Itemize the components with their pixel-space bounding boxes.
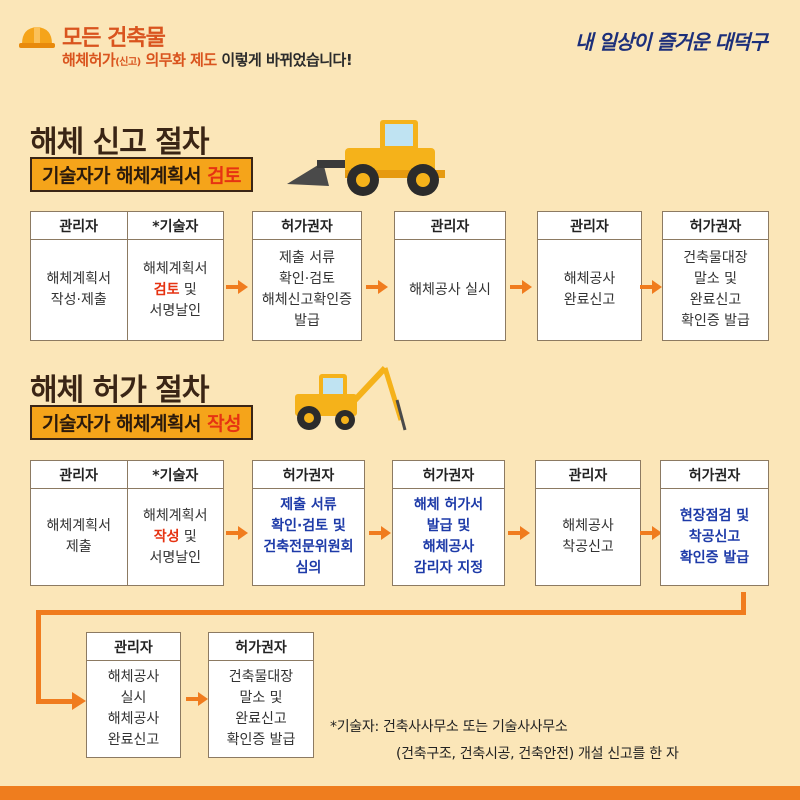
arrow-right-icon: [366, 280, 388, 294]
arrow-right-icon: [369, 526, 391, 540]
step-role-label: 관리자: [536, 461, 640, 489]
step-role-label: 허가권자: [209, 633, 313, 661]
flow-connector-horizontal: [36, 610, 746, 615]
flow-connector-down: [741, 592, 746, 614]
step-role-label: *기술자: [127, 461, 223, 489]
arrow-right-icon: [640, 526, 662, 540]
step-role-label: *기술자: [127, 212, 223, 240]
flow-connector-in: [36, 699, 76, 704]
district-slogan-logo: 내 일상이 즐거운 대덕구: [575, 30, 768, 54]
backhoe-icon: [295, 365, 407, 431]
emphasis-text: 작성: [153, 528, 180, 545]
report-procedure-subtitle: 기술자가 해체계획서 검토: [30, 157, 254, 192]
step-role-label: 관리자: [538, 212, 641, 240]
step-role-label: 관리자: [395, 212, 505, 240]
header-subtitle: 해체허가(신고) 의무화 제도 이렇게 바뀌었습니다!: [62, 51, 353, 69]
arrow-right-icon: [186, 692, 208, 706]
arrow-right-icon: [72, 692, 86, 710]
permit-procedure-subtitle: 기술자가 해체계획서 작성: [30, 405, 254, 440]
step-role-label: 관리자: [31, 212, 127, 240]
step-role-label: 허가권자: [661, 461, 768, 489]
footnote-line-1: *기술자: 건축사사무소 또는 기술사사무소: [330, 719, 568, 735]
arrow-right-icon: [510, 280, 532, 294]
header-title: 모든 건축물: [62, 26, 166, 51]
arrow-right-icon: [640, 280, 662, 294]
emphasis-text: 검토: [153, 281, 180, 298]
step-role-label: 허가권자: [663, 212, 768, 240]
arrow-right-icon: [226, 526, 248, 540]
step-body: 해체공사 실시: [409, 281, 491, 298]
flow-connector-left: [36, 610, 41, 704]
arrow-right-icon: [508, 526, 530, 540]
step-role-label: 허가권자: [253, 212, 361, 240]
step-role-label: 관리자: [31, 461, 127, 489]
permit-procedure-title: 해체 허가 절차: [30, 373, 209, 408]
bottom-bar: [0, 786, 800, 800]
step-role-label: 관리자: [87, 633, 180, 661]
hard-hat-icon: [19, 27, 55, 48]
report-procedure-title: 해체 신고 절차: [30, 125, 209, 160]
step-role-label: 허가권자: [393, 461, 504, 489]
wheel-loader-icon: [287, 120, 445, 196]
arrow-right-icon: [226, 280, 248, 294]
footnote-line-2: (건축구조, 건축시공, 건축안전) 개설 신고를 한 자: [396, 746, 679, 762]
step-role-label: 허가권자: [253, 461, 364, 489]
